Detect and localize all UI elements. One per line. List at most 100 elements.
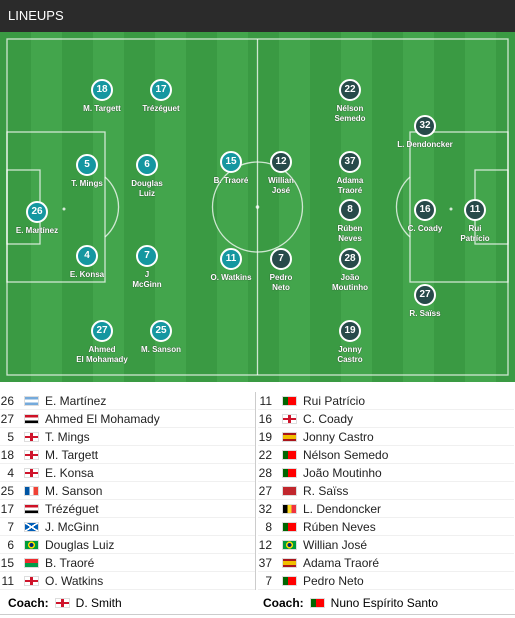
- portugal-flag-icon: [282, 395, 297, 406]
- player-name: Ahmed El Mohamady: [45, 411, 160, 426]
- shirt-number: 7: [265, 573, 272, 588]
- shirt-number: 28: [258, 465, 272, 480]
- player-name: B. Traoré: [213, 176, 249, 185]
- player-name: T. Mings: [71, 179, 103, 188]
- player-home[interactable]: 26 E. Martínez: [0, 201, 77, 236]
- player-home[interactable]: 15 B. Traoré: [191, 151, 271, 186]
- shirt-number: 25: [150, 320, 172, 342]
- england-flag-icon: [24, 575, 39, 586]
- player-away[interactable]: 28 João Moutinho: [310, 248, 390, 293]
- shirt-number: 32: [414, 115, 436, 137]
- shirt-number: 8: [339, 199, 361, 221]
- player-home[interactable]: 4 E. Konsa: [47, 245, 127, 280]
- player-name: Rúben Neves: [337, 224, 363, 243]
- player-name: B. Traoré: [45, 555, 95, 570]
- morocco-flag-icon: [282, 485, 297, 496]
- shirt-number: 11: [1, 573, 14, 588]
- player-home[interactable]: 11 O. Watkins: [191, 248, 271, 283]
- player-name: C. Coady: [407, 224, 443, 233]
- brazil-flag-icon: [24, 539, 39, 550]
- player-home[interactable]: 17 Trézéguet: [121, 79, 201, 114]
- player-name: R. Saïss: [409, 309, 441, 318]
- player-home[interactable]: 25 M. Sanson: [121, 320, 201, 355]
- coach-name: Nuno Espírito Santo: [330, 596, 439, 610]
- player-name: M. Targett: [45, 447, 99, 462]
- player-away[interactable]: 37 Adama Traoré: [310, 151, 390, 196]
- shirt-number: 27: [91, 320, 113, 342]
- shirt-number: 17: [0, 501, 14, 516]
- player-name: Jonny Castro: [337, 345, 363, 364]
- player-name: M. Targett: [83, 104, 121, 113]
- portugal-flag-icon: [282, 521, 297, 532]
- player-away[interactable]: 11 Rui Patrício: [435, 199, 515, 244]
- shirt-number: 15: [220, 151, 242, 173]
- shirt-number: 5: [76, 154, 98, 176]
- player-away[interactable]: 27 R. Saïss: [385, 284, 465, 319]
- divider: [0, 614, 515, 615]
- player-home[interactable]: 7 J McGinn: [107, 245, 187, 290]
- player-away[interactable]: 22 Nélson Semedo: [310, 79, 390, 124]
- player-away[interactable]: 12 Willian José: [241, 151, 321, 196]
- portugal-flag-icon: [282, 449, 297, 460]
- shirt-number: 12: [270, 151, 292, 173]
- player-home[interactable]: 6 Douglas Luiz: [107, 154, 187, 199]
- england-flag-icon: [24, 449, 39, 460]
- shirt-number: 7: [7, 519, 14, 534]
- shirt-number: 5: [7, 429, 14, 444]
- shirt-number: 19: [258, 429, 272, 444]
- list-item[interactable]: 15 B. Traoré: [0, 554, 255, 572]
- shirt-number: 18: [91, 79, 113, 101]
- shirt-number: 11: [464, 199, 486, 221]
- shirt-number: 25: [0, 483, 14, 498]
- pitch: 26 E. Martínez 5 T. Mings 4 E. Konsa 18 …: [0, 32, 515, 382]
- england-flag-icon: [24, 431, 39, 442]
- shirt-number: 17: [150, 79, 172, 101]
- list-item[interactable]: 5 T. Mings: [0, 428, 255, 446]
- shirt-number: 28: [339, 248, 361, 270]
- shirt-number: 22: [339, 79, 361, 101]
- player-away[interactable]: 7 Pedro Neto: [241, 248, 321, 293]
- player-home[interactable]: 5 T. Mings: [47, 154, 127, 189]
- list-item[interactable]: 28 João Moutinho: [258, 464, 514, 482]
- player-home[interactable]: 18 M. Targett: [62, 79, 142, 114]
- shirt-number: 19: [339, 320, 361, 342]
- shirt-number: 16: [258, 411, 272, 426]
- england-flag-icon: [54, 598, 70, 608]
- player-away[interactable]: 16 C. Coady: [385, 199, 465, 234]
- shirt-number: 7: [270, 248, 292, 270]
- shirt-number: 15: [0, 555, 14, 570]
- player-home[interactable]: 27 Ahmed El Mohamady: [62, 320, 142, 365]
- player-away[interactable]: 32 L. Dendoncker: [385, 115, 465, 150]
- player-away[interactable]: 19 Jonny Castro: [310, 320, 390, 365]
- scotland-flag-icon: [24, 521, 39, 532]
- portugal-flag-icon: [282, 467, 297, 478]
- pitch-markings: [6, 38, 509, 376]
- lineups-header: LINEUPS: [0, 0, 515, 32]
- player-name: E. Martínez: [15, 226, 59, 235]
- player-away[interactable]: 8 Rúben Neves: [310, 199, 390, 244]
- shirt-number: 37: [258, 555, 272, 570]
- player-name: João Moutinho: [303, 465, 382, 480]
- player-name: T. Mings: [45, 429, 90, 444]
